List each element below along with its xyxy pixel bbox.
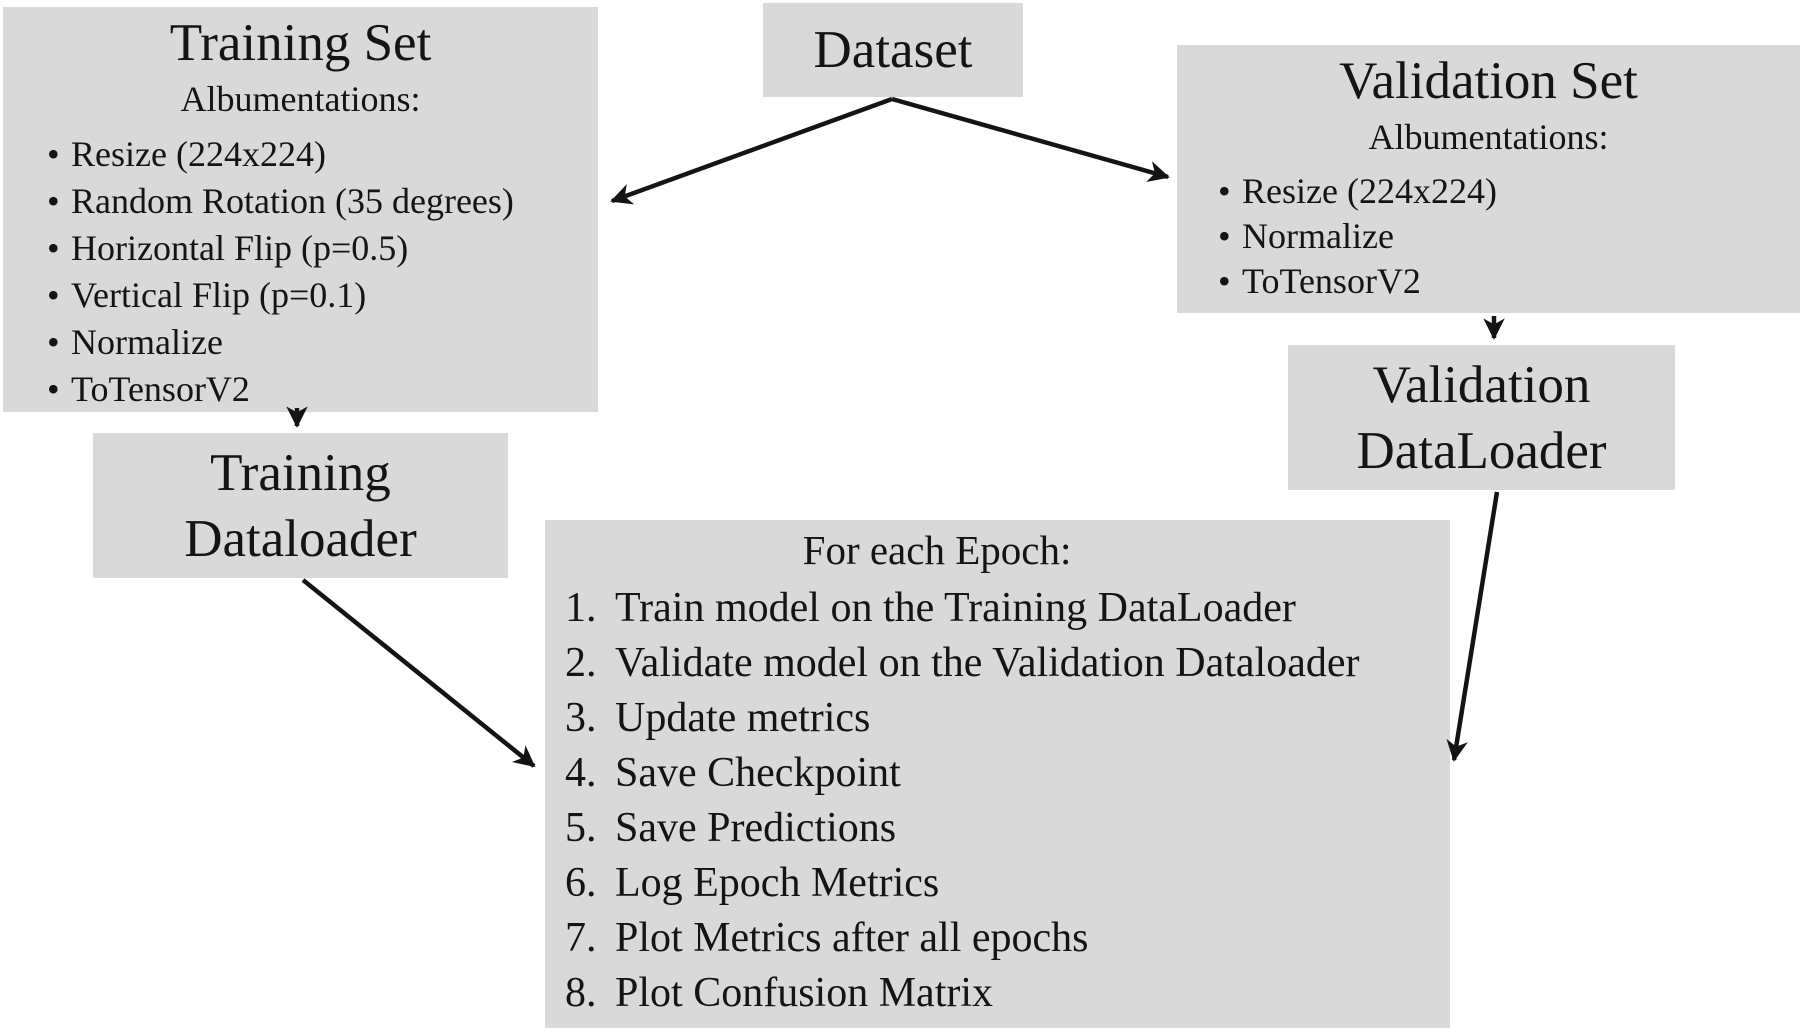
- training-dataloader-box: Training Dataloader: [93, 433, 508, 578]
- arrow-dataset-to-validation-set: [891, 96, 1170, 183]
- training-dataloader-title-line1: Training: [210, 443, 391, 502]
- training-set-box: Training Set Albumentations: Resize (224…: [3, 7, 598, 412]
- augmentation-item: Resize (224x224): [47, 131, 598, 178]
- epoch-step-item: Save Predictions: [607, 801, 1450, 856]
- epoch-step-item: Plot Confusion Matrix: [607, 966, 1450, 1021]
- epoch-step-item: Update metrics: [607, 691, 1450, 746]
- training-set-title: Training Set: [169, 14, 432, 72]
- epoch-loop-title: For each Epoch:: [802, 527, 1072, 573]
- augmentation-item: Horizontal Flip (p=0.5): [47, 225, 598, 272]
- validation-set-augmentations-list: Resize (224x224)NormalizeToTensorV2: [1177, 169, 1800, 304]
- validation-set-subtitle: Albumentations:: [1368, 117, 1609, 157]
- augmentation-item: Normalize: [1218, 214, 1800, 259]
- augmentation-item: ToTensorV2: [47, 366, 598, 413]
- epoch-step-item: Validate model on the Validation Dataloa…: [607, 636, 1450, 691]
- epoch-step-item: Plot Metrics after all epochs: [607, 911, 1450, 966]
- dataset-box: Dataset: [763, 3, 1023, 97]
- validation-dataloader-title-line1: Validation: [1372, 355, 1591, 414]
- arrow-validation-dataloader-to-epoch-loop: [1446, 491, 1500, 762]
- augmentation-item: Vertical Flip (p=0.1): [47, 272, 598, 319]
- arrow-training-dataloader-to-epoch-loop: [301, 578, 536, 768]
- augmentation-item: Normalize: [47, 319, 598, 366]
- validation-dataloader-title-line2: DataLoader: [1356, 421, 1607, 480]
- epoch-step-item: Train model on the Training DataLoader: [607, 581, 1450, 636]
- augmentation-item: ToTensorV2: [1218, 259, 1800, 304]
- epoch-step-item: Log Epoch Metrics: [607, 856, 1450, 911]
- training-dataloader-title-line2: Dataloader: [184, 509, 417, 568]
- arrow-dataset-to-training-set: [610, 96, 893, 205]
- augmentation-item: Resize (224x224): [1218, 169, 1800, 214]
- validation-set-title: Validation Set: [1339, 52, 1638, 110]
- epoch-step-item: Save Checkpoint: [607, 746, 1450, 801]
- epoch-steps-list: Train model on the Training DataLoaderVa…: [545, 581, 1450, 1021]
- epoch-loop-box: For each Epoch: Train model on the Train…: [545, 520, 1450, 1028]
- training-set-subtitle: Albumentations:: [180, 79, 421, 119]
- training-set-augmentations-list: Resize (224x224)Random Rotation (35 degr…: [3, 131, 598, 413]
- augmentation-item: Random Rotation (35 degrees): [47, 178, 598, 225]
- dataset-title: Dataset: [813, 20, 973, 79]
- validation-dataloader-box: Validation DataLoader: [1288, 345, 1675, 490]
- validation-set-box: Validation Set Albumentations: Resize (2…: [1177, 45, 1800, 313]
